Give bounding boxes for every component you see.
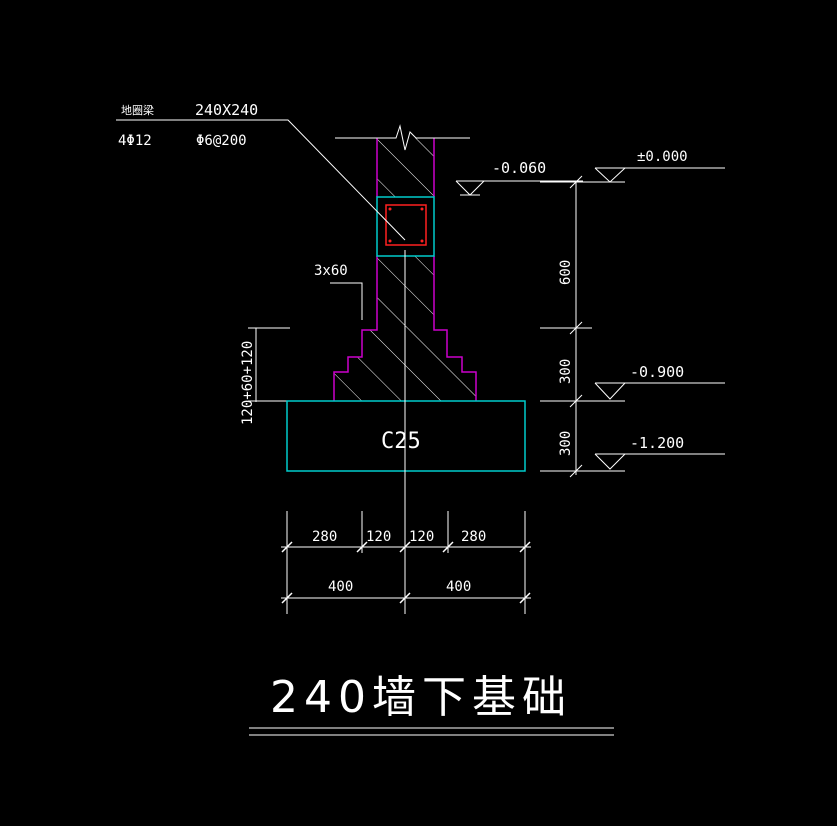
hdim-120-left: 120	[366, 529, 391, 545]
drawing-title: 240墙下基础	[270, 672, 572, 723]
beam-section: 240X240	[195, 101, 258, 119]
hdim-120-right: 120	[409, 529, 434, 545]
beam-stirrup: Φ6@200	[196, 133, 247, 149]
svg-text:-0.060: -0.060	[492, 159, 546, 177]
step-dim-label: 120+60+120	[240, 341, 256, 425]
hdim-280-left: 280	[312, 529, 337, 545]
concrete-footing	[286, 400, 526, 472]
elevation-mid: -0.900	[540, 363, 725, 402]
break-line	[335, 124, 470, 151]
rebar-dots	[388, 207, 424, 243]
hdim-400-right: 400	[446, 579, 471, 595]
ring-beam-rebar	[385, 204, 427, 246]
svg-text:±0.000: ±0.000	[637, 149, 688, 165]
hdim-280-right: 280	[461, 529, 486, 545]
wall-outline	[333, 138, 477, 401]
vertical-dim-chain: 600 300 300	[540, 175, 592, 478]
svg-text:-1.200: -1.200	[630, 434, 684, 452]
elevation-outside: -0.060	[455, 159, 583, 196]
step-leader	[330, 282, 363, 320]
vdim-600: 600	[558, 260, 574, 285]
beam-main-rebar: 4Φ12	[118, 133, 152, 149]
horizontal-dims: 280 120 120 280 400 400	[281, 511, 531, 614]
elevation-ground: ±0.000	[540, 149, 725, 183]
beam-name: 地圈梁	[121, 103, 154, 117]
svg-text:-0.900: -0.900	[630, 363, 684, 381]
beam-leader	[116, 119, 406, 241]
hdim-400-left: 400	[328, 579, 353, 595]
vdim-300-a: 300	[558, 359, 574, 384]
vdim-300-b: 300	[558, 431, 574, 456]
step-label: 3x60	[314, 263, 348, 279]
concrete-grade: C25	[381, 429, 421, 454]
elevation-bottom: -1.200	[540, 434, 725, 472]
